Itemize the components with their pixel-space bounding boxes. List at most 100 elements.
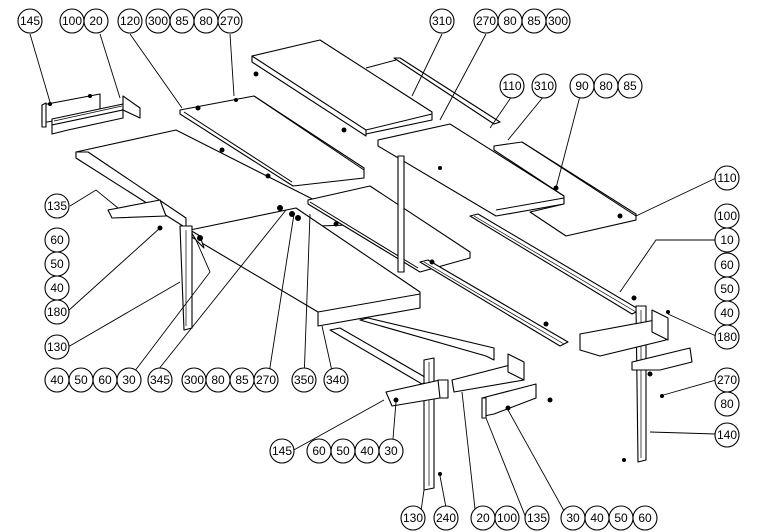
callout-balloon: 135 bbox=[524, 505, 550, 531]
callout-balloon: 140 bbox=[714, 422, 740, 448]
part-number-label: 30 bbox=[122, 373, 136, 387]
part-number-label: 345 bbox=[150, 373, 170, 387]
part-number-label: 300 bbox=[184, 373, 204, 387]
part-number-label: 135 bbox=[527, 511, 547, 525]
callout-balloon: 110 bbox=[499, 73, 525, 99]
callout-balloon: 80 bbox=[205, 367, 231, 393]
part-number-label: 300 bbox=[148, 14, 168, 28]
part-number-label: 85 bbox=[175, 14, 189, 28]
balloon-circle bbox=[291, 367, 317, 393]
callout-balloon: 50 bbox=[44, 251, 70, 277]
leg-130-front bbox=[423, 357, 435, 491]
callout-balloon: 60 bbox=[44, 227, 70, 253]
bracket-145-front bbox=[385, 379, 449, 407]
callout-balloon: 80 bbox=[193, 8, 219, 34]
channel-right-100 bbox=[579, 309, 669, 357]
callout-balloon: 110 bbox=[714, 165, 740, 191]
part-number-label: 300 bbox=[548, 14, 568, 28]
bracket-135-front bbox=[481, 383, 537, 419]
callout-balloon: 130 bbox=[400, 505, 426, 531]
balloon-circle bbox=[524, 505, 550, 531]
balloon-circle bbox=[632, 505, 658, 531]
callout-balloon: 10 bbox=[714, 227, 740, 253]
callout-balloon: 40 bbox=[584, 505, 610, 531]
bracket-145 bbox=[41, 93, 101, 128]
part-number-label: 100 bbox=[62, 14, 82, 28]
part-number-label: 40 bbox=[360, 444, 374, 458]
callout-balloon: 300 bbox=[181, 367, 207, 393]
callout-balloon: 80 bbox=[497, 8, 523, 34]
part-number-label: 350 bbox=[294, 373, 314, 387]
part-number-label: 60 bbox=[312, 444, 326, 458]
balloon-circle bbox=[83, 8, 109, 34]
callout-balloon: 60 bbox=[306, 438, 332, 464]
callout-balloon: 270 bbox=[473, 8, 499, 34]
part-number-label: 85 bbox=[527, 14, 541, 28]
callout-balloon: 345 bbox=[147, 367, 173, 393]
balloon-circle bbox=[116, 367, 142, 393]
callout-balloon: 85 bbox=[169, 8, 195, 34]
shelf-front-340 bbox=[189, 207, 421, 327]
callout-balloon: 100 bbox=[714, 203, 740, 229]
part-number-label: 50 bbox=[336, 444, 350, 458]
part-number-label: 50 bbox=[720, 282, 734, 296]
part-number-label: 30 bbox=[566, 511, 580, 525]
long-rail-front bbox=[329, 317, 495, 385]
balloon-circle bbox=[17, 8, 43, 34]
balloon-circle bbox=[44, 299, 70, 325]
callout-balloon: 50 bbox=[68, 367, 94, 393]
callout-balloon: 180 bbox=[44, 299, 70, 325]
part-number-label: 50 bbox=[614, 511, 628, 525]
leg-130-left bbox=[179, 225, 193, 331]
part-number-label: 60 bbox=[720, 258, 734, 272]
part-number-label: 80 bbox=[503, 14, 517, 28]
part-number-label: 340 bbox=[326, 373, 346, 387]
panel-120 bbox=[179, 95, 365, 187]
channel-100-20 bbox=[51, 95, 141, 135]
balloon-circle bbox=[499, 73, 525, 99]
callout-balloon: 40 bbox=[44, 275, 70, 301]
part-number-label: 145 bbox=[272, 444, 292, 458]
part-number-label: 180 bbox=[717, 330, 737, 344]
callout-balloon: 50 bbox=[330, 438, 356, 464]
callout-balloon: 80 bbox=[714, 391, 740, 417]
part-number-label: 10 bbox=[720, 233, 734, 247]
callout-balloon: 180 bbox=[714, 324, 740, 350]
callout-balloon: 50 bbox=[714, 276, 740, 302]
part-number-label: 80 bbox=[211, 373, 225, 387]
part-number-label: 240 bbox=[436, 511, 456, 525]
callout-balloon: 270 bbox=[217, 8, 243, 34]
callout-balloon: 270 bbox=[714, 367, 740, 393]
balloon-circle bbox=[217, 8, 243, 34]
callout-balloon: 340 bbox=[323, 367, 349, 393]
part-number-label: 85 bbox=[235, 373, 249, 387]
fasteners bbox=[48, 71, 670, 476]
part-number-label: 145 bbox=[20, 14, 40, 28]
balloon-circle bbox=[44, 334, 70, 360]
part-number-label: 80 bbox=[720, 397, 734, 411]
callout-balloon: 50 bbox=[608, 505, 634, 531]
part-number-label: 135 bbox=[47, 199, 67, 213]
part-number-label: 60 bbox=[98, 373, 112, 387]
part-number-label: 85 bbox=[623, 79, 637, 93]
callout-balloon: 100 bbox=[494, 505, 520, 531]
part-number-label: 270 bbox=[717, 373, 737, 387]
part-number-label: 20 bbox=[89, 14, 103, 28]
balloon-circle bbox=[433, 505, 459, 531]
callout-balloon: 30 bbox=[116, 367, 142, 393]
part-number-label: 50 bbox=[74, 373, 88, 387]
callout-balloon: 240 bbox=[433, 505, 459, 531]
callout-balloon: 310 bbox=[429, 8, 455, 34]
balloon-circle bbox=[714, 324, 740, 350]
balloon-circle bbox=[545, 8, 571, 34]
balloon-circle bbox=[44, 193, 70, 219]
part-number-label: 130 bbox=[47, 340, 67, 354]
balloon-circle bbox=[378, 438, 404, 464]
panel-110-right bbox=[493, 141, 637, 237]
callout-balloon: 90 bbox=[569, 73, 595, 99]
callout-balloon: 135 bbox=[44, 193, 70, 219]
part-number-label: 20 bbox=[476, 511, 490, 525]
callout-balloon: 80 bbox=[593, 73, 619, 99]
